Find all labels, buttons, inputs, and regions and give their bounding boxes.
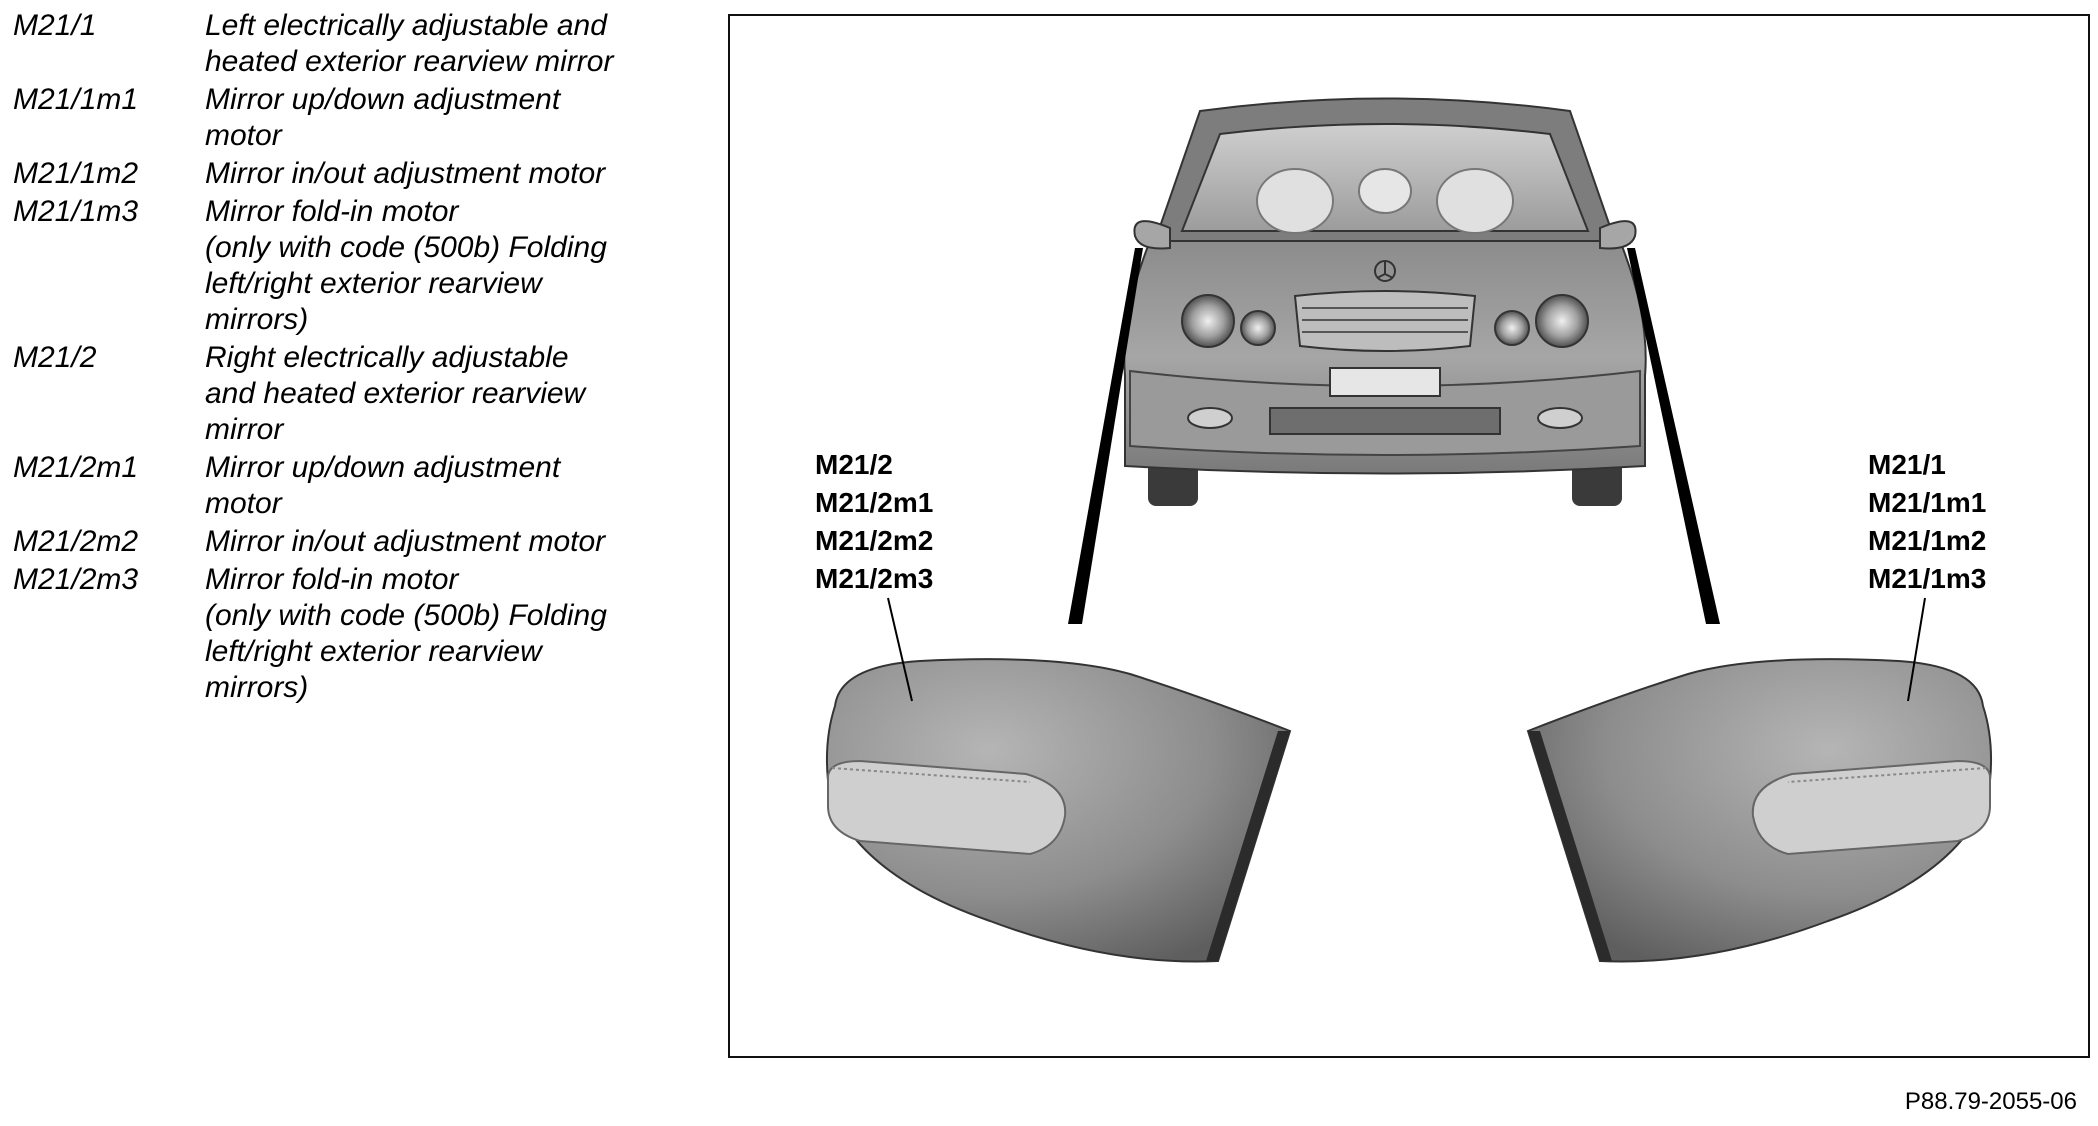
- legend-description: Mirror fold-in motor (only with code (50…: [205, 563, 607, 704]
- legend-code: M21/2m2: [13, 525, 139, 558]
- callout-label: M21/1m1: [1868, 487, 1987, 518]
- mirror-housing-left-side: [1526, 658, 1993, 963]
- callout-label: M21/1m3: [1868, 563, 1987, 594]
- legend-code: M21/2: [13, 341, 97, 374]
- legend-description: Left electrically adjustable and heated …: [205, 9, 614, 78]
- license-plate: [1329, 367, 1441, 397]
- callout-labels-left: M21/2 M21/2m1 M21/2m2 M21/2m3: [815, 446, 933, 598]
- legend-description: Mirror up/down adjustment motor: [205, 451, 561, 520]
- figure-id: P88.79-2055-06: [1904, 1088, 2077, 1115]
- legend-item: M21/1m3 Mirror fold-in motor (only with …: [13, 194, 673, 338]
- legend-description: Mirror up/down adjustment motor: [205, 83, 561, 152]
- legend-code: M21/1m3: [13, 195, 139, 228]
- legend-description: Mirror in/out adjustment motor: [205, 525, 606, 558]
- fog-light-left: [1187, 407, 1233, 429]
- headlight-right-inner: [1494, 310, 1530, 346]
- legend-code: M21/2m3: [13, 563, 139, 596]
- car-mirror-left: [1133, 220, 1171, 250]
- seat-left: [1256, 168, 1334, 234]
- headlight-right-outer: [1535, 294, 1589, 348]
- callout-label: M21/2m3: [815, 563, 934, 594]
- legend-item: M21/2m3 Mirror fold-in motor (only with …: [13, 562, 673, 706]
- legend-item: M21/1m1 Mirror up/down adjustment motor: [13, 82, 673, 154]
- car-mirror-right: [1599, 220, 1637, 250]
- legend-item: M21/1m2 Mirror in/out adjustment motor: [13, 156, 673, 192]
- legend-item: M21/2m2 Mirror in/out adjustment motor: [13, 524, 673, 560]
- legend-item: M21/2 Right electrically adjustable and …: [13, 340, 673, 448]
- legend-description: Mirror in/out adjustment motor: [205, 157, 606, 190]
- turn-signal-lens: [827, 759, 1067, 856]
- turn-signal-lens: [1751, 759, 1991, 856]
- pointer-wedge-right: [1627, 248, 1720, 624]
- seat-rear: [1358, 168, 1412, 214]
- mirror-edge-trim: [1528, 731, 1612, 961]
- legend-code: M21/1m1: [13, 83, 139, 116]
- legend-list: M21/1 Left electrically adjustable and h…: [13, 8, 673, 708]
- callout-label: M21/1m2: [1868, 525, 1987, 556]
- mirror-edge-trim: [1206, 731, 1290, 961]
- headlight-left-inner: [1240, 310, 1276, 346]
- callout-label: M21/2m2: [815, 525, 934, 556]
- illustration-frame: M21/2 M21/2m1 M21/2m2 M21/2m3 M21/1 M21/…: [728, 14, 2090, 1058]
- legend-description: Mirror fold-in motor (only with code (50…: [205, 195, 607, 336]
- legend-item: M21/2m1 Mirror up/down adjustment motor: [13, 450, 673, 522]
- callout-label: M21/1: [1868, 449, 1946, 480]
- grille-slats: [1302, 307, 1468, 333]
- headlight-left-outer: [1181, 294, 1235, 348]
- legend-item: M21/1 Left electrically adjustable and h…: [13, 8, 673, 80]
- car-front-view: [1123, 97, 1647, 506]
- car-mirror-illustration: [825, 97, 1993, 963]
- callout-labels-right: M21/1 M21/1m1 M21/1m2 M21/1m3: [1868, 446, 1986, 598]
- fog-light-right: [1537, 407, 1583, 429]
- leader-line-right: [1907, 597, 1926, 702]
- legend-code: M21/1m2: [13, 157, 139, 190]
- mirror-housing-right-side: [825, 658, 1292, 963]
- lower-air-intake: [1269, 407, 1501, 435]
- pointer-wedge-left: [1068, 248, 1143, 624]
- legend-code: M21/1: [13, 9, 97, 42]
- callout-label: M21/2m1: [815, 487, 934, 518]
- legend-description: Right electrically adjustable and heated…: [205, 341, 586, 446]
- callout-label: M21/2: [815, 449, 893, 480]
- legend-code: M21/2m1: [13, 451, 139, 484]
- seat-right: [1436, 168, 1514, 234]
- leader-line-left: [887, 597, 913, 702]
- star-emblem-icon: [1374, 260, 1396, 282]
